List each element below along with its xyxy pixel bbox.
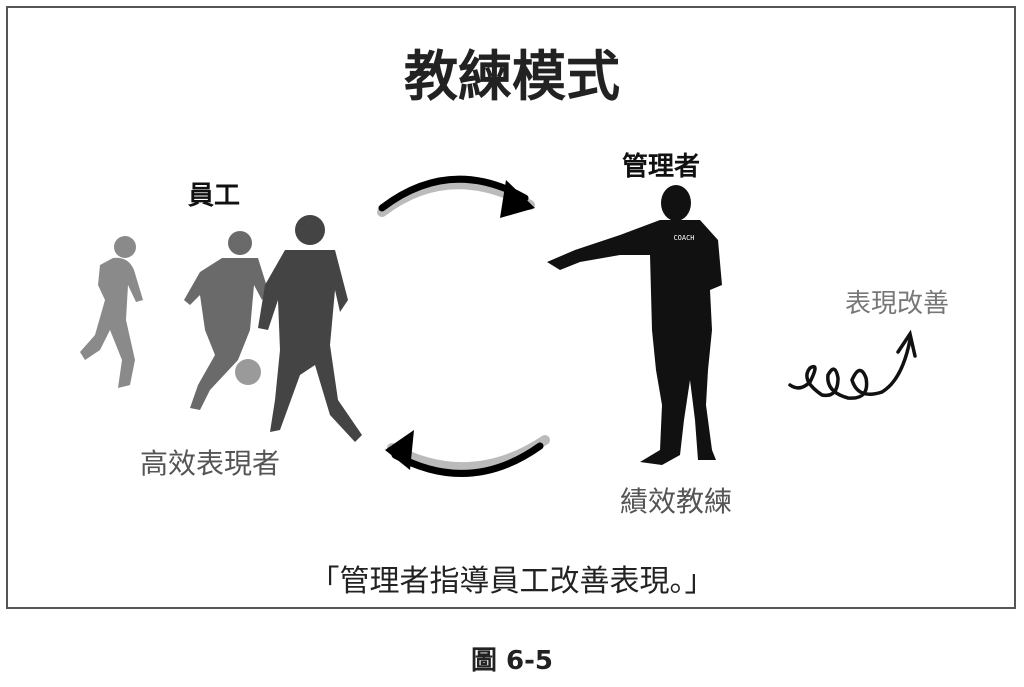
coach-shirt-text: COACH: [673, 234, 694, 242]
improvement-label: 表現改善: [845, 289, 950, 319]
players-silhouette: [80, 215, 362, 442]
diagram-frame: [6, 6, 1016, 609]
performance-coach-label: 績效教練: [620, 485, 733, 518]
high-performer-label: 高效表現者: [140, 447, 281, 480]
coach-silhouette: COACH: [547, 185, 722, 465]
arrow-curved-left-icon: [385, 430, 550, 477]
manager-label: 管理者: [622, 152, 701, 182]
squiggle-up-arrow-icon: [788, 329, 917, 400]
arrow-curved-right-icon: [377, 175, 535, 218]
quote-text: 「管理者指導員工改善表現。」: [309, 564, 715, 599]
page-title: 教練模式: [404, 45, 620, 108]
figure-caption: 圖 6-5: [470, 646, 554, 676]
employee-label: 員工: [188, 181, 241, 211]
